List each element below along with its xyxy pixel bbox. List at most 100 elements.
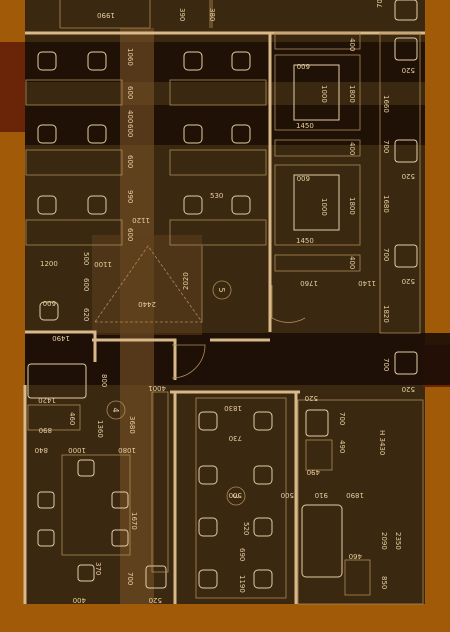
- dimension-labels: 1990 390 380 400 700 1060 600 400 600 60…: [35, 0, 415, 604]
- dim-r490b: 490: [307, 468, 320, 476]
- dim-620: 620: [82, 308, 90, 321]
- dim-r520: 520: [305, 394, 318, 402]
- dim-r460: 460: [349, 552, 362, 560]
- dim-400: 400: [126, 110, 134, 123]
- dim-r2-1000: 1000: [320, 198, 328, 216]
- room-5-label: 5: [217, 287, 226, 292]
- dim-1100: 1100: [94, 260, 112, 268]
- dim-800: 800: [100, 374, 108, 387]
- dim-1490: 1490: [52, 334, 70, 342]
- dim-e700a: 700: [382, 140, 390, 153]
- left-bottom-strip: [0, 507, 25, 604]
- dim-e700c: 700: [382, 248, 390, 261]
- dim-e1820: 1820: [382, 305, 390, 323]
- room-5-marker: [212, 280, 232, 300]
- room-4-marker: [106, 400, 126, 420]
- dim-e1660: 1660: [382, 95, 390, 113]
- room4-furniture: [27, 363, 169, 589]
- dim-2440: 2440: [138, 300, 156, 308]
- dim-e1680: 1680: [382, 195, 390, 213]
- dim-r2090: 2090: [380, 532, 388, 550]
- dim-r850: 850: [380, 576, 388, 589]
- dim-1120: 1120: [132, 216, 150, 224]
- left-edge-accent: [0, 42, 25, 132]
- dim-1200: 1200: [40, 260, 58, 268]
- dim-840: 840: [35, 446, 48, 454]
- dark-band-mid: [25, 105, 425, 145]
- dim-520m: 520: [242, 522, 250, 535]
- dim-3680: 3680: [128, 416, 136, 434]
- right-upper-rooms: [274, 0, 421, 375]
- dim-500a: 500: [229, 491, 242, 499]
- dim-e520c: 520: [402, 277, 415, 285]
- dim-r2350: 2350: [394, 532, 402, 550]
- room-4-label: 4: [111, 407, 120, 412]
- dim-1080: 1080: [118, 446, 136, 454]
- dim-e520b: 520: [402, 172, 415, 180]
- dim-e700d: 700: [382, 358, 390, 371]
- dim-520w: 520: [149, 596, 162, 604]
- dim-top-b: 380: [208, 8, 216, 21]
- dim-1760: 1760: [300, 279, 318, 287]
- dim-1830: 1830: [224, 404, 242, 412]
- walls: [23, 0, 425, 604]
- dim-r3430: H 3430: [378, 430, 386, 455]
- dim-top-d: 700: [376, 0, 384, 8]
- dim-1420: 1420: [38, 396, 56, 404]
- dim-r700: 700: [338, 412, 346, 425]
- bottom-strip: [0, 604, 450, 632]
- room-3-marker: [226, 486, 246, 506]
- dim-e520d: 520: [402, 385, 415, 393]
- dim-r3-400: 400: [348, 256, 356, 269]
- dark-band-top: [25, 42, 425, 82]
- right-lower-room: [297, 399, 424, 605]
- dim-top-left: 1990: [97, 11, 115, 19]
- dim-600e: 600: [82, 278, 90, 291]
- dim-1670: 1670: [130, 512, 138, 530]
- room-labels: 5 4 3: [106, 280, 246, 506]
- workstations: [25, 51, 267, 321]
- dim-e520a: 520: [402, 66, 415, 74]
- dim-1000w: 1000: [68, 446, 86, 454]
- dim-r1-1800: 1800: [348, 85, 356, 103]
- door-room5: [271, 285, 306, 323]
- dim-r1890: 1890: [346, 491, 364, 499]
- dim-r1-1000: 1000: [320, 85, 328, 103]
- dim-890: 890: [39, 426, 52, 434]
- dim-4001: 4001: [148, 384, 166, 392]
- room3-furniture: [195, 397, 287, 599]
- dim-top-a: 390: [178, 8, 186, 21]
- dim-1060: 1060: [126, 48, 134, 66]
- dim-r490: 490: [338, 440, 346, 453]
- dim-400w: 400: [73, 596, 86, 604]
- dim-700w: 700: [126, 572, 134, 585]
- dim-1140: 1140: [358, 279, 376, 287]
- dim-690: 690: [238, 548, 246, 561]
- dim-600c: 600: [126, 155, 134, 168]
- dim-1360: 1360: [96, 420, 104, 438]
- door-room4: [171, 344, 206, 379]
- void-triangle: [94, 245, 203, 323]
- dim-r1-400: 400: [348, 142, 356, 155]
- room-3-label: 3: [231, 493, 240, 498]
- dim-r2-1450: 1450: [296, 237, 314, 245]
- dim-600b: 600: [126, 124, 134, 137]
- dim-top-c: 400: [348, 38, 356, 51]
- dim-r2-1800: 1800: [348, 197, 356, 215]
- dim-990: 990: [126, 190, 134, 203]
- dim-500b: 500: [281, 491, 294, 499]
- dim-460: 460: [68, 412, 76, 425]
- dim-600d: 600: [126, 228, 134, 241]
- dim-r910: 910: [315, 491, 328, 499]
- dim-1190: 1190: [238, 575, 246, 593]
- dim-2020: 2020: [182, 272, 190, 290]
- dim-500: 500: [82, 252, 90, 265]
- dim-730: 730: [229, 434, 242, 442]
- dim-r2-600: 600: [297, 174, 310, 182]
- corridor-band-inner: [92, 235, 202, 335]
- dim-370: 370: [94, 562, 102, 575]
- dim-600a: 600: [126, 86, 134, 99]
- dim-610: 600: [43, 299, 56, 307]
- dim-r1-600: 600: [297, 62, 310, 70]
